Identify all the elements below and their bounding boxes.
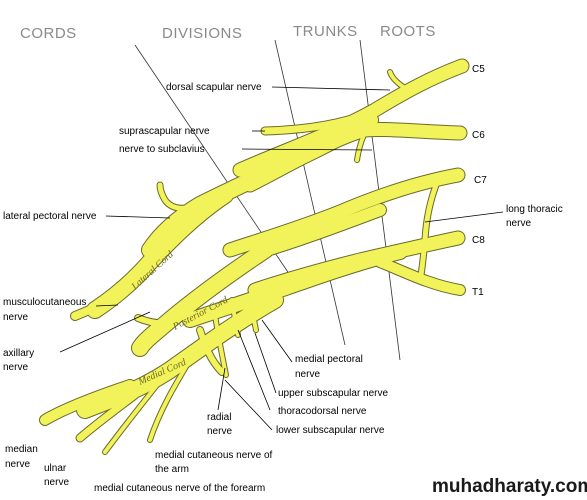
musculocutaneous-nerve bbox=[71, 296, 114, 320]
median-nerve bbox=[40, 380, 135, 425]
leader-radial bbox=[217, 367, 226, 411]
upper-subscapular-nerve bbox=[248, 296, 258, 332]
header-cords: CORDS bbox=[20, 25, 77, 42]
label-axillary-1: axillary bbox=[3, 348, 34, 359]
middle-trunk bbox=[254, 204, 386, 258]
label-dorsal-scapular: dorsal scapular nerve bbox=[166, 82, 262, 93]
med-cut-forearm-nerve bbox=[103, 373, 167, 454]
header-trunks: TRUNKS bbox=[293, 23, 358, 40]
leader-subclavius bbox=[241, 148, 373, 151]
root-c6: C6 bbox=[472, 130, 485, 141]
label-lateral-pectoral: lateral pectoral nerve bbox=[3, 211, 97, 222]
nerve-fills bbox=[40, 59, 469, 454]
header-divisions: DIVISIONS bbox=[162, 25, 242, 42]
root-c7-nerve bbox=[223, 168, 465, 257]
label-radial-1: radial bbox=[207, 412, 231, 423]
label-median-1: median bbox=[5, 444, 38, 455]
label-median-2: nerve bbox=[5, 459, 30, 470]
axillary-nerve bbox=[135, 315, 173, 327]
leader-medial-pectoral bbox=[261, 319, 293, 363]
leader-lateral-pectoral bbox=[105, 215, 171, 219]
label-musculocutaneous-1: musculocutaneous bbox=[3, 297, 86, 308]
label-lower-subscapular: lower subscapular nerve bbox=[276, 425, 385, 436]
label-med-cut-arm-2: the arm bbox=[155, 464, 189, 475]
header-roots: ROOTS bbox=[380, 23, 436, 40]
root-c7: C7 bbox=[474, 175, 487, 186]
med-cut-arm-nerve bbox=[148, 358, 192, 442]
dorsal-scapular-nerve bbox=[388, 70, 410, 92]
lateral-pectoral-nerve bbox=[157, 182, 203, 211]
label-musculocutaneous-2: nerve bbox=[3, 312, 28, 323]
leader-lines bbox=[59, 86, 504, 431]
label-ulnar-2: nerve bbox=[44, 477, 69, 488]
lower-trunk bbox=[183, 245, 407, 327]
root-t1-nerve bbox=[375, 257, 465, 295]
medial-cord bbox=[77, 292, 283, 418]
ulnar-nerve bbox=[76, 391, 139, 442]
divider-divisions-trunks bbox=[274, 39, 346, 346]
leader-dorsal-scapular bbox=[271, 86, 391, 91]
label-med-cut-forearm: medial cutaneous nerve of the forearm bbox=[94, 483, 265, 494]
label-ulnar-1: ulnar bbox=[44, 463, 67, 474]
label-suprascapular: suprascapular nerve bbox=[119, 126, 210, 137]
leader-musculocutaneous bbox=[95, 304, 119, 307]
label-long-thoracic-2: nerve bbox=[506, 218, 531, 229]
leader-lower-subscapular bbox=[224, 379, 273, 431]
label-long-thoracic-1: long thoracic bbox=[506, 204, 563, 215]
label-radial-2: nerve bbox=[207, 426, 232, 437]
label-nerve-to-subclavius: nerve to subclavius bbox=[119, 144, 205, 155]
root-c8: C8 bbox=[472, 235, 485, 246]
root-c5: C5 bbox=[472, 64, 485, 75]
leader-upper-subscapular bbox=[254, 332, 277, 394]
leader-axillary bbox=[59, 311, 151, 353]
leader-thoracodorsal bbox=[237, 329, 271, 411]
watermark: muhadharaty.com bbox=[432, 476, 587, 497]
label-axillary-2: nerve bbox=[3, 362, 28, 373]
label-medial-pectoral-2: nerve bbox=[295, 369, 320, 380]
posterior-cord bbox=[132, 242, 273, 356]
label-med-cut-arm-1: medial cutaneous nerve of bbox=[155, 450, 273, 461]
label-upper-subscapular: upper subscapular nerve bbox=[278, 388, 389, 399]
radial-nerve bbox=[197, 327, 225, 375]
leader-long-thoracic bbox=[424, 211, 504, 223]
label-medial-pectoral-1: medial pectoral bbox=[295, 354, 363, 365]
thoracodorsal-nerve bbox=[230, 298, 240, 337]
root-t1: T1 bbox=[472, 287, 484, 298]
label-thoracodorsal: thoracodorsal nerve bbox=[278, 406, 367, 417]
